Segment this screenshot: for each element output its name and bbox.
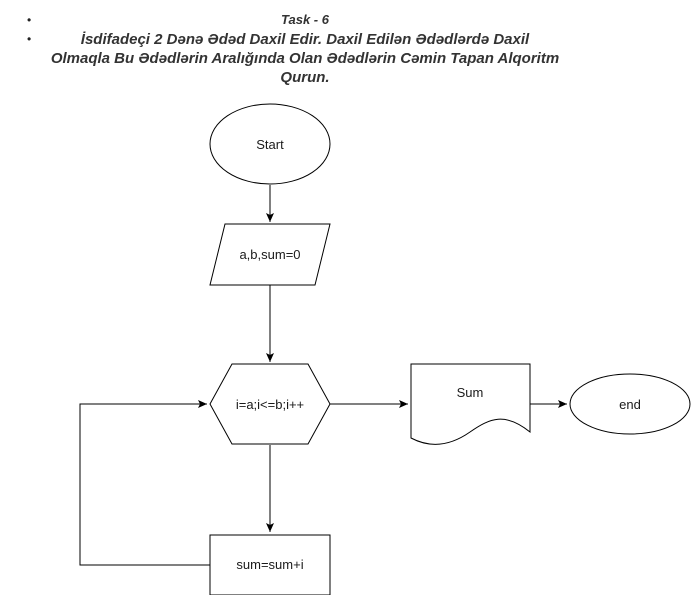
end-label: end bbox=[619, 397, 641, 412]
bullet-task-title: • bbox=[27, 13, 32, 27]
connectors bbox=[79, 185, 567, 566]
bullet-task-description: • bbox=[27, 32, 32, 46]
output-document-node: Sum bbox=[410, 363, 531, 445]
start-node: Start bbox=[209, 103, 331, 185]
input-label: a,b,sum=0 bbox=[239, 247, 300, 262]
loop-hexagon bbox=[209, 363, 331, 445]
loop-node: i=a;i<=b;i++ bbox=[209, 363, 331, 445]
task-description: İsdifadeçi 2 Dənə Ədəd Daxil Edir. Daxil… bbox=[50, 31, 560, 86]
input-parallelogram bbox=[209, 223, 331, 286]
end-ellipse bbox=[569, 373, 691, 435]
task-header: • • Task - 6 İsdifadeçi 2 Dənə Ədəd Daxi… bbox=[0, 0, 691, 100]
start-ellipse bbox=[209, 103, 331, 185]
start-label: Start bbox=[256, 137, 284, 152]
loop-label: i=a;i<=b;i++ bbox=[236, 397, 304, 412]
sum-process-node: sum=sum+i bbox=[209, 534, 331, 595]
sum-process-rect bbox=[209, 534, 331, 595]
arrow-sum-back-to-loop bbox=[79, 400, 210, 566]
output-document-shape bbox=[410, 363, 531, 445]
input-node: a,b,sum=0 bbox=[209, 223, 331, 286]
task-title: Task - 6 bbox=[281, 12, 329, 27]
sum-process-label: sum=sum+i bbox=[236, 557, 303, 572]
output-label: Sum bbox=[457, 385, 484, 400]
end-node: end bbox=[569, 373, 691, 435]
